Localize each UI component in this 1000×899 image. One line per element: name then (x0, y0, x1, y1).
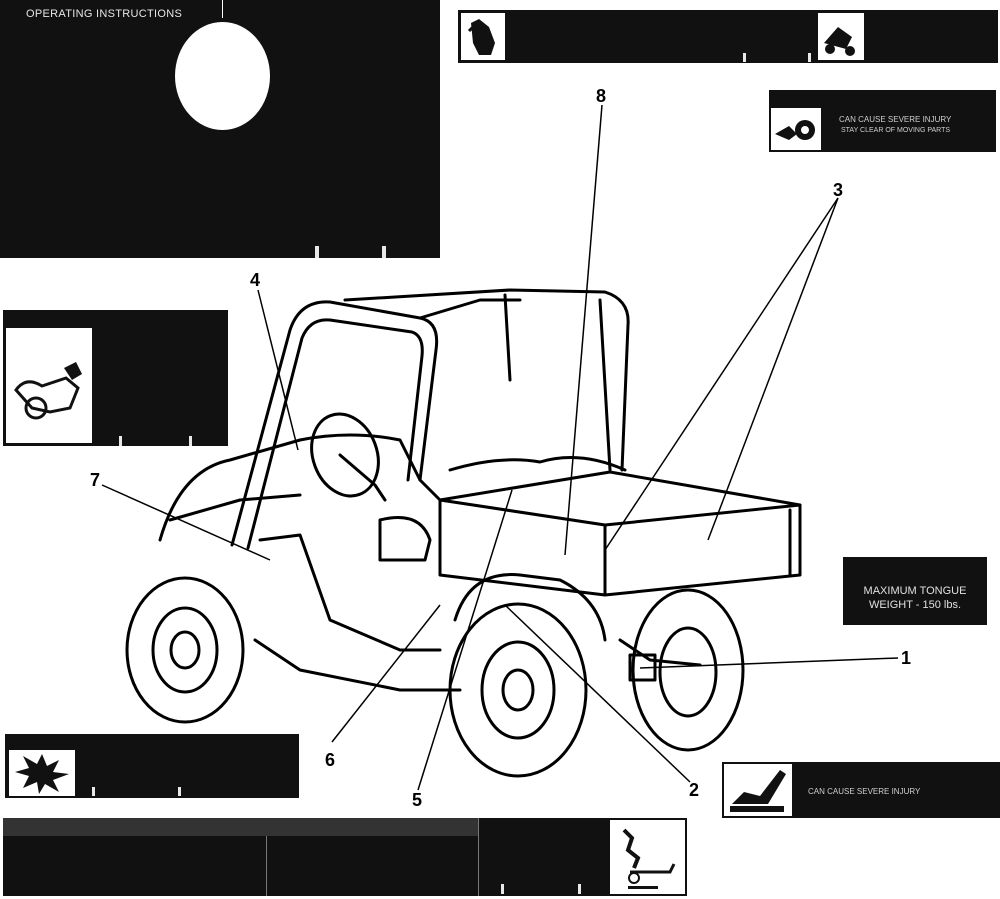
hazard-line-2: STAY CLEAR OF MOVING PARTS (841, 127, 951, 134)
rollover-icon (6, 328, 92, 443)
tongue-weight-decal: MAXIMUM TONGUE WEIGHT - 150 lbs. (843, 557, 987, 625)
hazard-line-1: CAN CAUSE SEVERE INJURY (839, 115, 952, 124)
callout-1: 1 (901, 648, 912, 668)
pedal-decal: CAN CAUSE SEVERE INJURY (722, 762, 1000, 818)
entanglement-icon (771, 108, 821, 150)
callout-7: 7 (90, 470, 101, 490)
decal-mark (382, 246, 386, 258)
operating-instructions-decal: OPERATING INSTRUCTIONS (0, 0, 440, 258)
decal-mark (178, 787, 181, 796)
decal-mark (743, 53, 746, 62)
callout-6: 6 (325, 750, 336, 770)
operating-instructions-title: OPERATING INSTRUCTIONS (26, 8, 183, 20)
explosion-decal (5, 734, 299, 798)
decal-header (3, 310, 228, 326)
decal-header (3, 818, 478, 836)
towing-icon (610, 820, 685, 894)
callout-4: 4 (250, 270, 261, 290)
tongue-weight-line-2: WEIGHT - 150 lbs. (868, 599, 962, 611)
callout-2: 2 (689, 780, 700, 800)
callout-5: 5 (412, 790, 423, 810)
warning-ellipse (175, 22, 270, 130)
decal-mark (501, 884, 504, 894)
decal-mark (92, 787, 95, 796)
decal-divider (222, 0, 223, 18)
decal-mark (119, 436, 122, 446)
callout-8: 8 (596, 86, 607, 106)
towing-decal (3, 818, 687, 896)
tipping-hazard-icon (818, 13, 864, 60)
decal-divider (266, 836, 267, 896)
decal-mark (189, 436, 192, 446)
callout-3: 3 (833, 180, 844, 200)
explosion-icon (9, 750, 75, 796)
hand-crush-icon (461, 13, 505, 60)
decal-mark (808, 53, 811, 62)
hazard-decal-right: CAN CAUSE SEVERE INJURY STAY CLEAR OF MO… (769, 90, 996, 152)
pedal-line-1: CAN CAUSE SEVERE INJURY (808, 787, 921, 796)
decal-mark (578, 884, 581, 894)
tongue-weight-line-1: MAXIMUM TONGUE (863, 585, 967, 597)
foot-pedal-icon (724, 764, 792, 816)
rollover-decal (3, 310, 228, 446)
decal-mark (315, 246, 319, 258)
decal-divider (478, 818, 479, 896)
decal-header (769, 90, 996, 106)
hand-tipping-decal (458, 10, 998, 63)
